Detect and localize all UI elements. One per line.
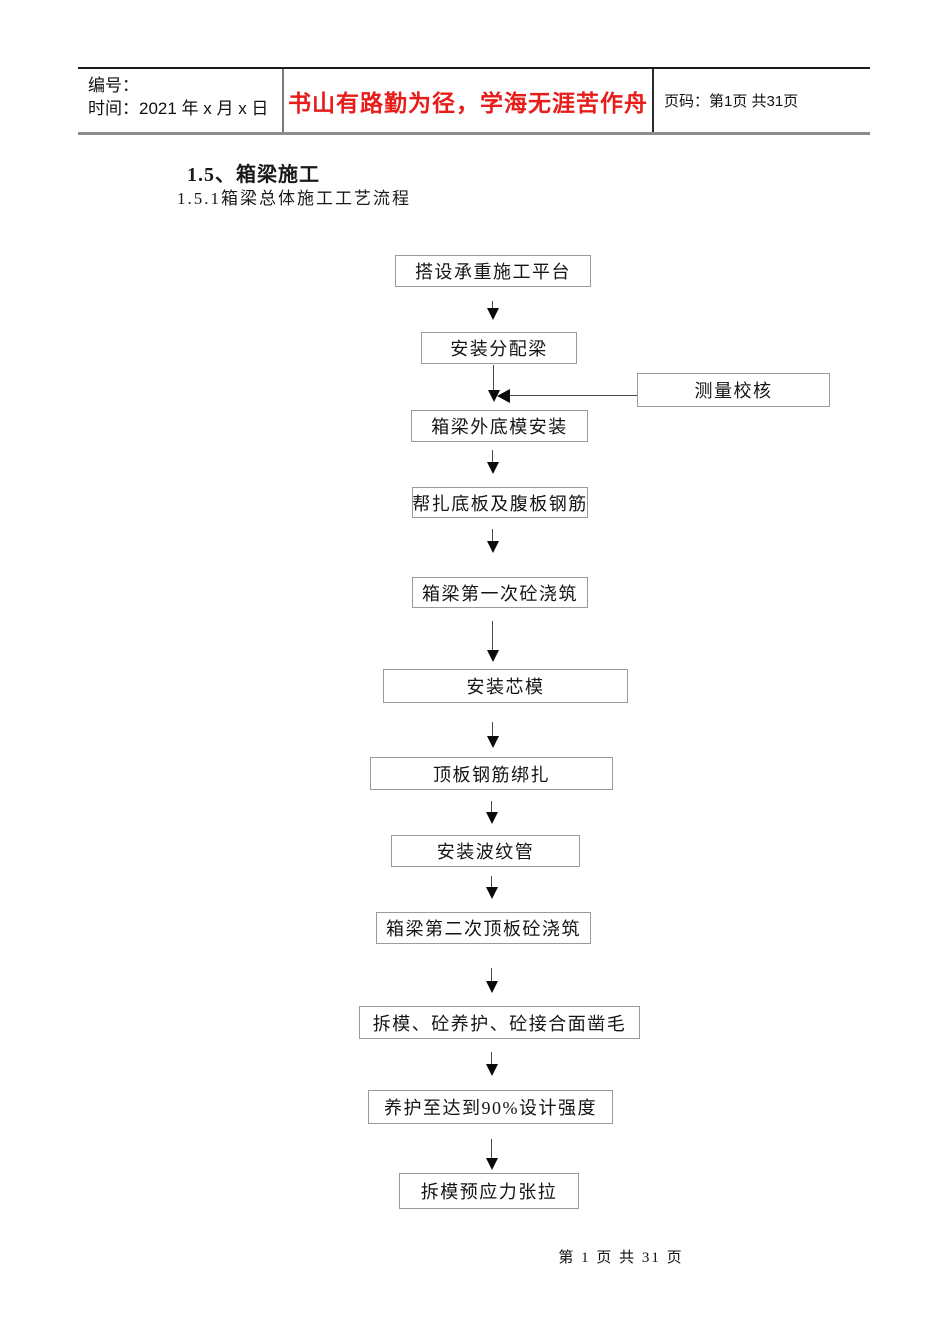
doc-time-label: 时间：2021 年 x 月 x 日: [88, 99, 269, 118]
flow-step-build-platform: 搭设承重施工平台: [395, 255, 591, 287]
arrow-line: [491, 876, 492, 889]
arrow-line: [492, 621, 493, 652]
arrowhead-down-icon: [486, 1064, 498, 1076]
arrowhead-down-icon: [487, 541, 499, 553]
arrow-line: [491, 968, 492, 983]
arrow-line: [491, 801, 492, 814]
flow-step-outer-bottom-formwork: 箱梁外底模安装: [411, 410, 588, 442]
flow-step-install-distribution-beam: 安装分配梁: [421, 332, 577, 364]
arrow-down-6: [487, 722, 499, 748]
arrowhead-down-icon: [487, 736, 499, 748]
flow-step-cure-to-90-percent: 养护至达到90%设计强度: [368, 1090, 613, 1124]
arrowhead-down-icon: [487, 462, 499, 474]
arrow-down-3: [487, 450, 499, 474]
arrow-down-8: [486, 876, 498, 899]
flow-step-install-corrugated-pipe: 安装波纹管: [391, 835, 580, 867]
arrow-line: [492, 529, 493, 543]
arrow-line: [492, 301, 493, 310]
arrow-line: [491, 1139, 492, 1160]
arrow-line: [492, 450, 493, 464]
arrow-line: [492, 722, 493, 738]
arrow-down-7: [486, 801, 498, 824]
arrowhead-down-icon: [486, 1158, 498, 1170]
flow-step-tie-bottom-web-rebar: 帮扎底板及腹板钢筋: [412, 487, 588, 518]
arrowhead-down-icon: [486, 812, 498, 824]
doc-number-label: 编号：: [88, 76, 139, 95]
arrowhead-down-icon: [487, 650, 499, 662]
header-cell-meta: 编号： 时间：2021 年 x 月 x 日: [78, 69, 282, 132]
header-cell-page: 页码：第1页 共31页: [654, 69, 870, 132]
footer-page-number: 第 1 页 共 31 页: [558, 1250, 684, 1266]
arrow-down-1: [487, 301, 499, 320]
flow-step-second-concrete-pour: 箱梁第二次顶板砼浇筑: [376, 912, 591, 944]
motto-text: 书山有路勤为径，学海无涯苦作舟: [288, 89, 648, 116]
arrowhead-down-icon: [486, 981, 498, 993]
arrow-down-11: [486, 1139, 498, 1170]
arrow-line: [493, 365, 494, 392]
flow-side-measure-check: 测量校核: [637, 373, 830, 407]
arrowhead-down-icon: [487, 308, 499, 320]
flow-step-demold-cure-roughen: 拆模、砼养护、砼接合面凿毛: [359, 1006, 640, 1039]
arrow-down-4: [487, 529, 499, 553]
arrowhead-left-icon: [497, 389, 510, 403]
arrow-line: [491, 1052, 492, 1066]
arrowhead-down-icon: [486, 887, 498, 899]
flow-step-install-core-mold: 安装芯模: [383, 669, 628, 703]
flow-step-demold-prestress-tension: 拆模预应力张拉: [399, 1173, 579, 1209]
measure-check-connector-line: [508, 395, 637, 396]
arrow-down-10: [486, 1052, 498, 1076]
flow-step-first-concrete-pour: 箱梁第一次砼浇筑: [412, 577, 588, 608]
header-cell-motto: 书山有路勤为径，学海无涯苦作舟: [282, 69, 654, 132]
flow-step-top-slab-rebar: 顶板钢筋绑扎: [370, 757, 613, 790]
section-title: 1.5、箱梁施工: [187, 164, 320, 186]
header-table: 编号： 时间：2021 年 x 月 x 日 书山有路勤为径，学海无涯苦作舟 页码…: [78, 67, 870, 135]
arrow-down-5: [487, 621, 499, 662]
arrow-down-9: [486, 968, 498, 993]
subsection-title: 1.5.1箱梁总体施工工艺流程: [177, 189, 411, 208]
page-number-label: 页码：第1页 共31页: [664, 93, 799, 110]
